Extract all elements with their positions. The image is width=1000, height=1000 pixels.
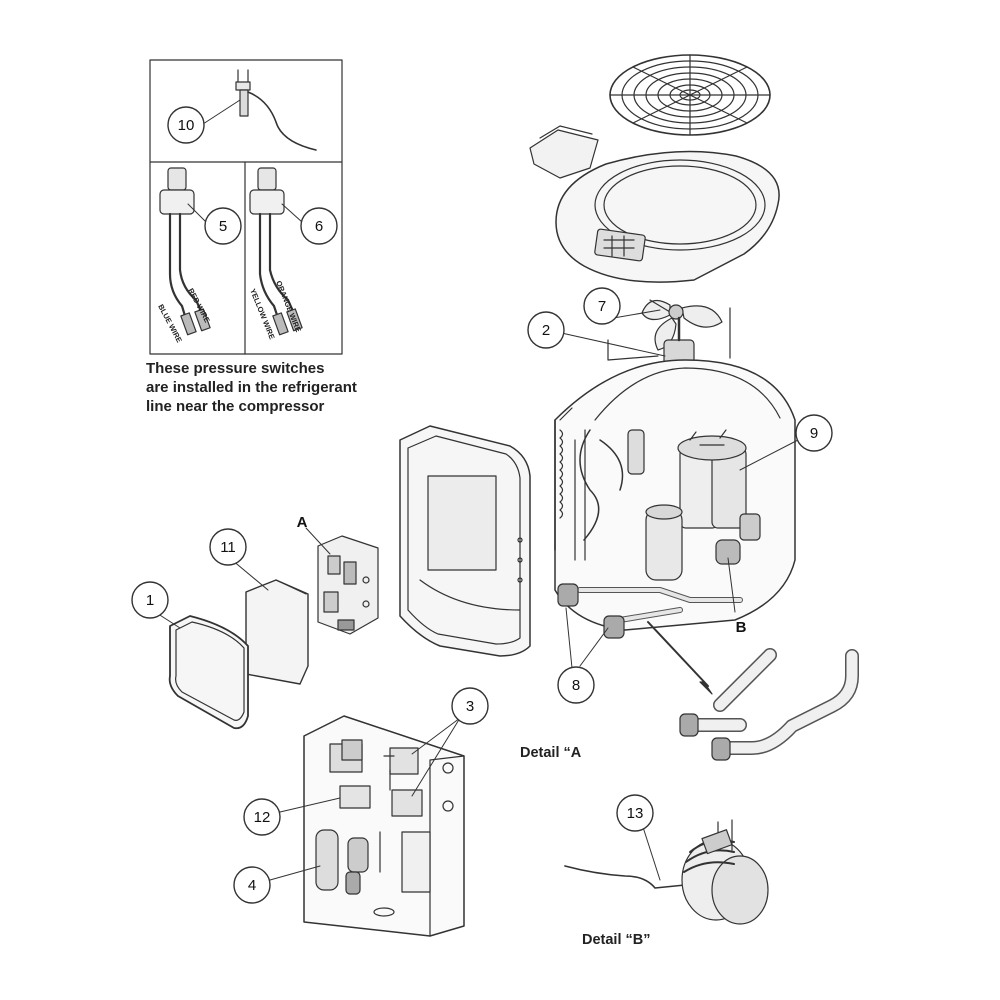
part-13-motor-sensor [564, 819, 769, 925]
note-line-1: These pressure switches [146, 360, 325, 377]
callout-10: 10 [178, 117, 195, 134]
part-12-transformer [339, 785, 371, 809]
note-line-3: line near the compressor [146, 398, 325, 415]
callout-6: 6 [315, 218, 323, 235]
callout-9: 9 [810, 425, 818, 442]
part-a-control-board [317, 535, 379, 635]
detail-a-plumbing [679, 648, 859, 761]
compressor [645, 504, 683, 581]
callout-circles [131, 106, 833, 904]
part-11-electrical-cover [245, 579, 309, 685]
part-9-evaporator-tank [677, 429, 747, 529]
callout-12: 12 [254, 809, 271, 826]
part-3-contactors [389, 747, 423, 817]
heat-pump-cabinet [554, 359, 796, 695]
callout-a: A [297, 514, 308, 531]
note-line-2: are installed in the refrigerant [146, 379, 357, 396]
part-8-water-unions [557, 583, 625, 639]
callout-b: B [736, 619, 747, 636]
electrical-control-box [303, 715, 465, 937]
callout-8: 8 [572, 677, 580, 694]
callout-4: 4 [248, 877, 256, 894]
detail-b-caption: Detail “B” [582, 932, 651, 948]
part-10-thermistor [235, 69, 317, 151]
top-cover [555, 150, 780, 283]
callout-5: 5 [219, 218, 227, 235]
callout-11: 11 [220, 539, 236, 556]
part-6-pressure-switch [249, 167, 303, 336]
detail-a-caption: Detail “A [520, 745, 582, 761]
callout-7: 7 [598, 298, 606, 315]
callout-2: 2 [542, 322, 550, 339]
fan-guard-grille [609, 54, 771, 136]
access-cover [529, 125, 599, 179]
part-b-union-fitting [715, 513, 761, 565]
part-4-capacitors [315, 829, 369, 895]
pressure-switch-note: These pressure switches are installed in… [146, 359, 406, 416]
side-panel [399, 425, 531, 657]
callout-13: 13 [627, 805, 644, 822]
callout-1: 1 [146, 592, 154, 609]
part-1-front-panel [168, 615, 249, 730]
part-5-pressure-switch [159, 167, 211, 336]
callout-3: 3 [466, 698, 474, 715]
